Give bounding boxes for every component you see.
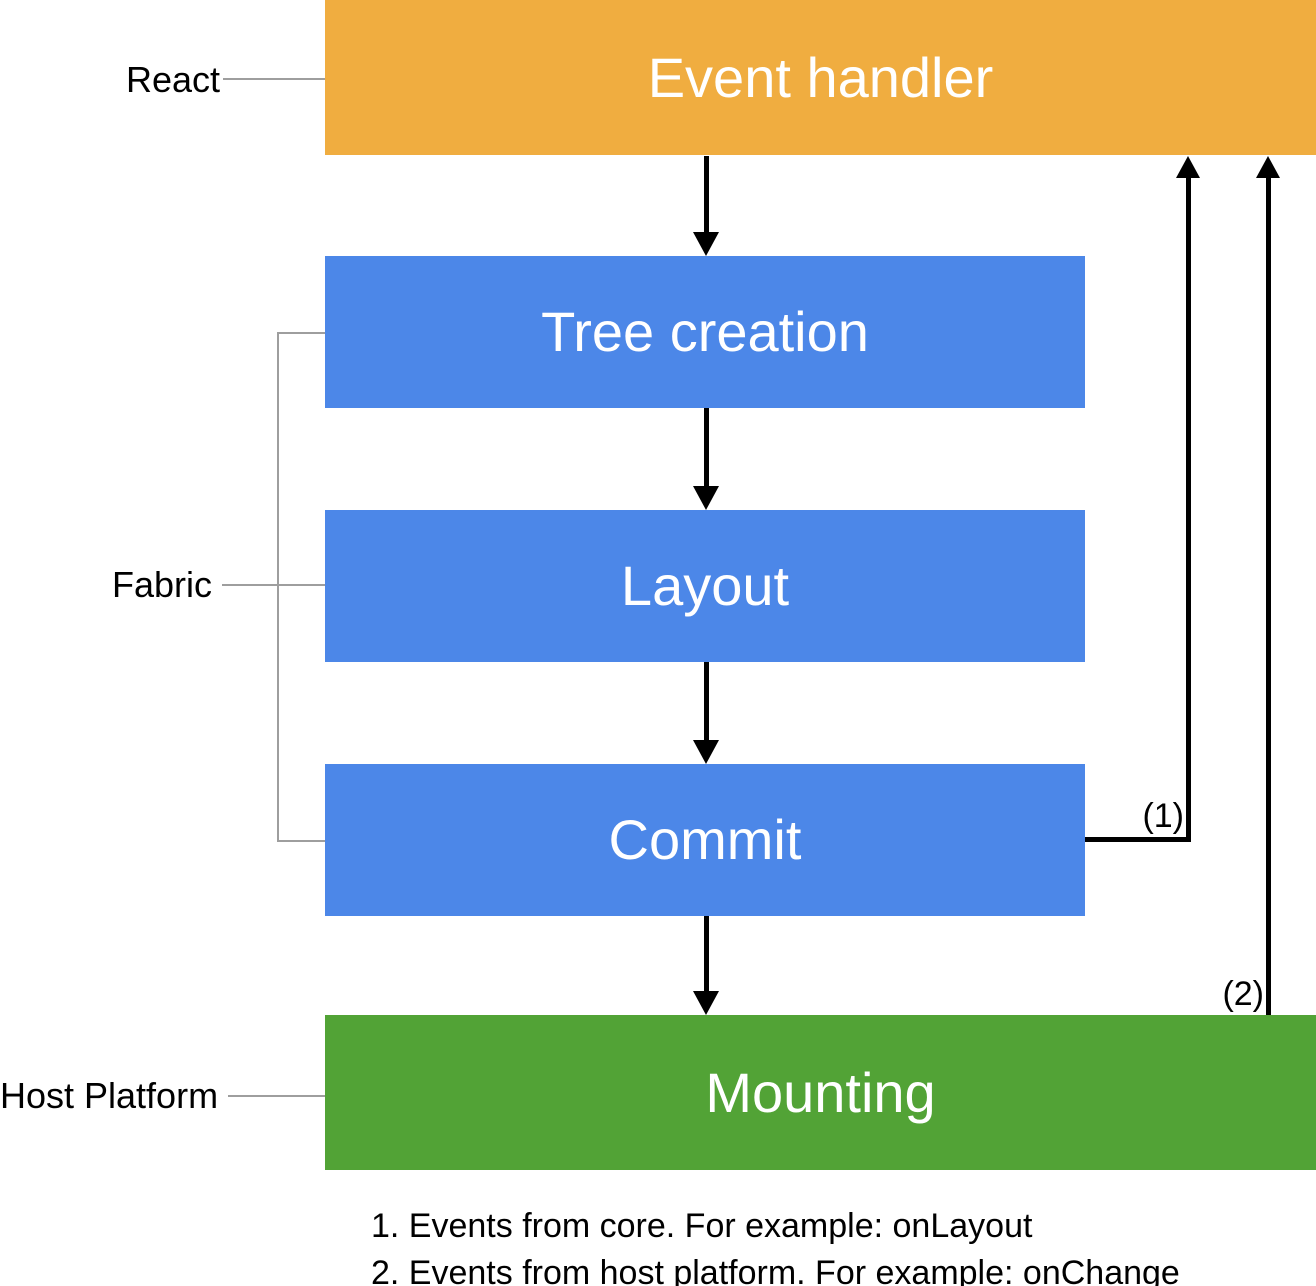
tree-creation-box: Tree creation bbox=[325, 256, 1085, 408]
feedback1-horizontal-line bbox=[1085, 837, 1189, 842]
arrow-layout-to-commit-icon bbox=[693, 662, 719, 764]
arrow-commit-to-mounting-icon bbox=[693, 916, 719, 1015]
arrow-event-to-tree-icon bbox=[693, 156, 719, 256]
arrow-tree-to-layout-icon bbox=[693, 408, 719, 510]
footnotes: 1. Events from core. For example: onLayo… bbox=[371, 1203, 1180, 1286]
fabric-connector-line bbox=[222, 584, 325, 586]
feedback1-number-label: (1) bbox=[1142, 797, 1184, 835]
feedback2-number-label: (2) bbox=[1222, 975, 1264, 1013]
fabric-bracket-vertical bbox=[277, 332, 279, 842]
host-platform-connector-line bbox=[228, 1095, 325, 1097]
footnote-1: 1. Events from core. For example: onLayo… bbox=[371, 1207, 1033, 1245]
feedback1-vertical-line bbox=[1186, 172, 1191, 842]
host-platform-label: Host Platform bbox=[0, 1075, 219, 1116]
event-handler-label: Event handler bbox=[647, 45, 994, 109]
tree-creation-label: Tree creation bbox=[541, 300, 869, 363]
fabric-label: Fabric bbox=[111, 564, 212, 605]
layout-box: Layout bbox=[325, 510, 1085, 662]
footnote-2: 2. Events from host platform. For exampl… bbox=[371, 1254, 1180, 1286]
commit-label: Commit bbox=[608, 808, 802, 871]
feedback2-arrowhead-icon bbox=[1256, 156, 1280, 178]
react-connector-line bbox=[223, 78, 325, 80]
feedback2-vertical-line bbox=[1266, 172, 1271, 1015]
react-label: React bbox=[125, 59, 220, 100]
layout-label: Layout bbox=[620, 554, 790, 617]
fabric-bracket-bottom-stub bbox=[277, 840, 325, 842]
feedback1-arrowhead-icon bbox=[1176, 156, 1200, 178]
commit-box: Commit bbox=[325, 764, 1085, 916]
mounting-label: Mounting bbox=[705, 1060, 936, 1124]
mounting-box: Mounting bbox=[325, 1015, 1316, 1170]
fabric-bracket-top-stub bbox=[277, 332, 325, 334]
event-handler-box: Event handler bbox=[325, 0, 1316, 155]
